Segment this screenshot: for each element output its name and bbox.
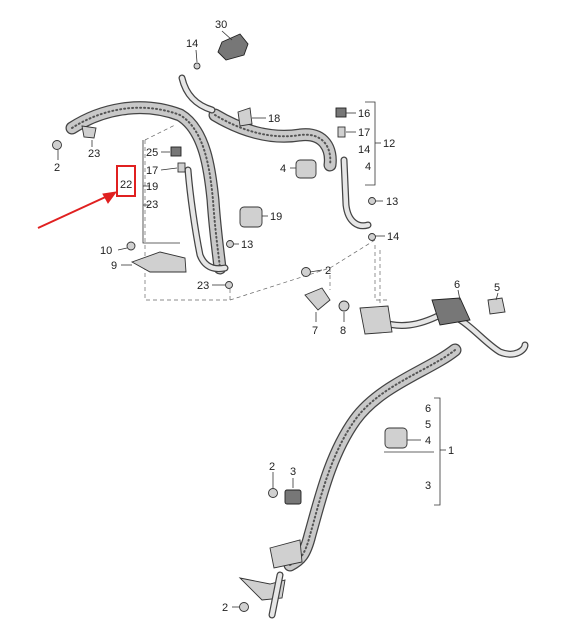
callout-23: 23 xyxy=(88,148,100,160)
callout-8: 8 xyxy=(340,325,346,337)
connector-30 xyxy=(217,33,249,61)
callout-3: 3 xyxy=(290,466,296,478)
callout-25: 25 xyxy=(146,147,158,159)
parts xyxy=(52,33,506,619)
o-ring-14-right xyxy=(368,233,376,241)
callout-12: 12 xyxy=(383,138,395,150)
callout-7: 7 xyxy=(312,325,318,337)
bolt-10 xyxy=(126,241,136,251)
leader-lines xyxy=(57,30,499,608)
rigid-pipes xyxy=(178,74,529,358)
callout-2: 2 xyxy=(54,162,60,174)
valve-17-right xyxy=(337,126,346,138)
clip-5 xyxy=(487,297,506,315)
callout-13: 13 xyxy=(386,196,398,208)
nut-8 xyxy=(338,300,350,312)
hose-lower xyxy=(283,343,462,572)
hose-upper-left xyxy=(65,101,227,275)
callout-10: 10 xyxy=(100,245,112,257)
bracket-9 xyxy=(130,251,187,273)
callout-17: 17 xyxy=(146,165,158,177)
nut-2-left xyxy=(52,140,62,150)
cap-16 xyxy=(335,107,347,118)
callout-5: 5 xyxy=(425,419,431,431)
reference-dashed-lines xyxy=(144,124,390,310)
bolt-13-right xyxy=(368,197,376,205)
callout-17: 17 xyxy=(358,127,370,139)
cap-25 xyxy=(170,146,182,157)
o-ring-23 xyxy=(225,281,233,289)
callout-9: 9 xyxy=(111,260,117,272)
callout-2: 2 xyxy=(269,461,275,473)
callout-6: 6 xyxy=(425,403,431,415)
callout-3: 3 xyxy=(425,480,431,492)
callout-19: 19 xyxy=(146,181,158,193)
callout-19: 19 xyxy=(270,211,282,223)
highlight-marker xyxy=(37,165,136,229)
clip-18 xyxy=(237,107,253,127)
callout-16: 16 xyxy=(358,108,370,120)
red-arrow-head xyxy=(102,191,118,204)
callout-5: 5 xyxy=(494,282,500,294)
grommet-4-lower xyxy=(384,427,408,449)
callout-30: 30 xyxy=(215,19,227,31)
clip-3 xyxy=(284,489,302,505)
fitting-lower xyxy=(269,539,303,569)
bolt-13-left xyxy=(226,240,234,248)
callout-4: 4 xyxy=(365,161,371,173)
grommet-19 xyxy=(239,206,263,228)
callout-23: 23 xyxy=(197,280,209,292)
callout-labels: 30 14 18 2 23 25 17 22 19 23 19 10 13 9 … xyxy=(54,19,500,614)
callout-4: 4 xyxy=(280,163,286,175)
valve-17 xyxy=(177,162,186,173)
nut-2-lower xyxy=(268,488,278,498)
callout-1: 1 xyxy=(448,445,454,457)
callout-6: 6 xyxy=(454,279,460,291)
nut-2-bottom xyxy=(239,602,249,612)
nut-2-mid xyxy=(301,267,311,277)
callout-23: 23 xyxy=(146,199,158,211)
callout-18: 18 xyxy=(268,113,280,125)
callout-14: 14 xyxy=(387,231,399,243)
callout-14: 14 xyxy=(358,144,370,156)
callout-2: 2 xyxy=(325,265,331,277)
o-ring-14-top xyxy=(193,62,201,70)
connector-6 xyxy=(431,297,471,326)
grommet-4-upper xyxy=(295,159,317,179)
bracket-7 xyxy=(304,287,331,311)
callout-14: 14 xyxy=(186,38,198,50)
bracket-23-left xyxy=(81,125,97,139)
highlight-box-22 xyxy=(116,165,136,197)
callout-2: 2 xyxy=(222,602,228,614)
red-arrow xyxy=(37,193,113,229)
callout-13: 13 xyxy=(241,239,253,251)
callout-4: 4 xyxy=(425,435,431,447)
manifold-block xyxy=(359,305,393,335)
hose-upper-middle xyxy=(208,108,337,172)
callout-22: 22 xyxy=(120,179,132,191)
